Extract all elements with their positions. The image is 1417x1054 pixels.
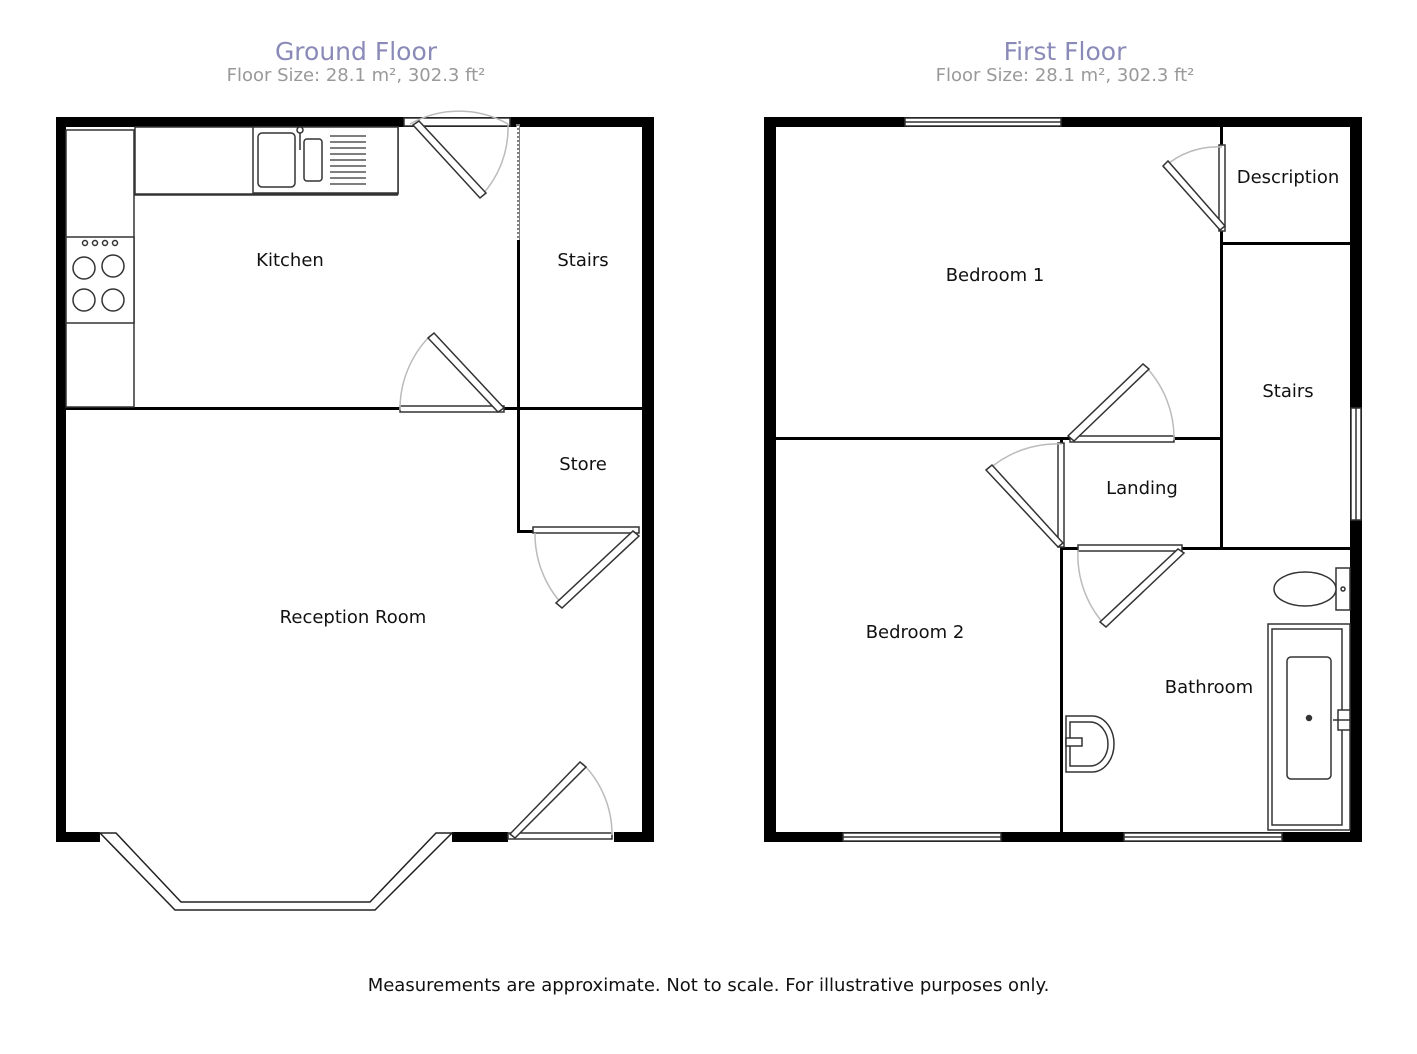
ground-floor-size: Floor Size: 28.1 m², 302.3 ft² bbox=[226, 65, 486, 86]
ground-floor-doors bbox=[399, 110, 641, 840]
ground-floor-internal-walls bbox=[64, 124, 643, 533]
room-label-bedroom-1: Bedroom 1 bbox=[946, 265, 1045, 286]
room-label-kitchen: Kitchen bbox=[256, 250, 324, 271]
room-label-reception-room: Reception Room bbox=[280, 607, 427, 628]
bay-window bbox=[98, 832, 454, 911]
ground-floor-title: Ground Floor bbox=[274, 37, 438, 66]
toilet-icon bbox=[1273, 567, 1351, 611]
room-label-ground-stairs: Stairs bbox=[557, 250, 608, 271]
hob-burners bbox=[72, 239, 125, 312]
disclaimer-footer: Measurements are approximate. Not to sca… bbox=[367, 975, 1050, 996]
first-floor-outer-walls bbox=[764, 117, 1362, 842]
first-floor-plan: Bedroom 1 Description Stairs Landing Bed… bbox=[764, 117, 1362, 842]
front-door-threshold bbox=[507, 832, 613, 840]
room-label-bedroom-2: Bedroom 2 bbox=[866, 622, 965, 643]
first-floor-doors bbox=[984, 144, 1227, 629]
ground-floor-plan: Kitchen Stairs Store Reception Room bbox=[56, 110, 654, 911]
hob-icon bbox=[65, 236, 135, 324]
first-floor-title: First Floor bbox=[1003, 37, 1127, 66]
basin-icon bbox=[1065, 715, 1115, 773]
bay-window-opening bbox=[100, 832, 452, 842]
kitchen-window bbox=[403, 117, 511, 127]
room-label-store: Store bbox=[559, 454, 607, 475]
room-label-bathroom: Bathroom bbox=[1165, 677, 1253, 698]
first-floor-internal-walls bbox=[774, 124, 1352, 832]
sink-icon bbox=[252, 126, 399, 194]
first-floor-windows bbox=[842, 117, 1362, 842]
room-label-landing: Landing bbox=[1106, 478, 1178, 499]
room-label-first-stairs: Stairs bbox=[1262, 381, 1313, 402]
ground-floor-outer-walls bbox=[56, 117, 654, 842]
first-floor-size: Floor Size: 28.1 m², 302.3 ft² bbox=[935, 65, 1195, 86]
room-label-description: Description bbox=[1237, 167, 1340, 188]
bath-icon bbox=[1267, 623, 1351, 831]
